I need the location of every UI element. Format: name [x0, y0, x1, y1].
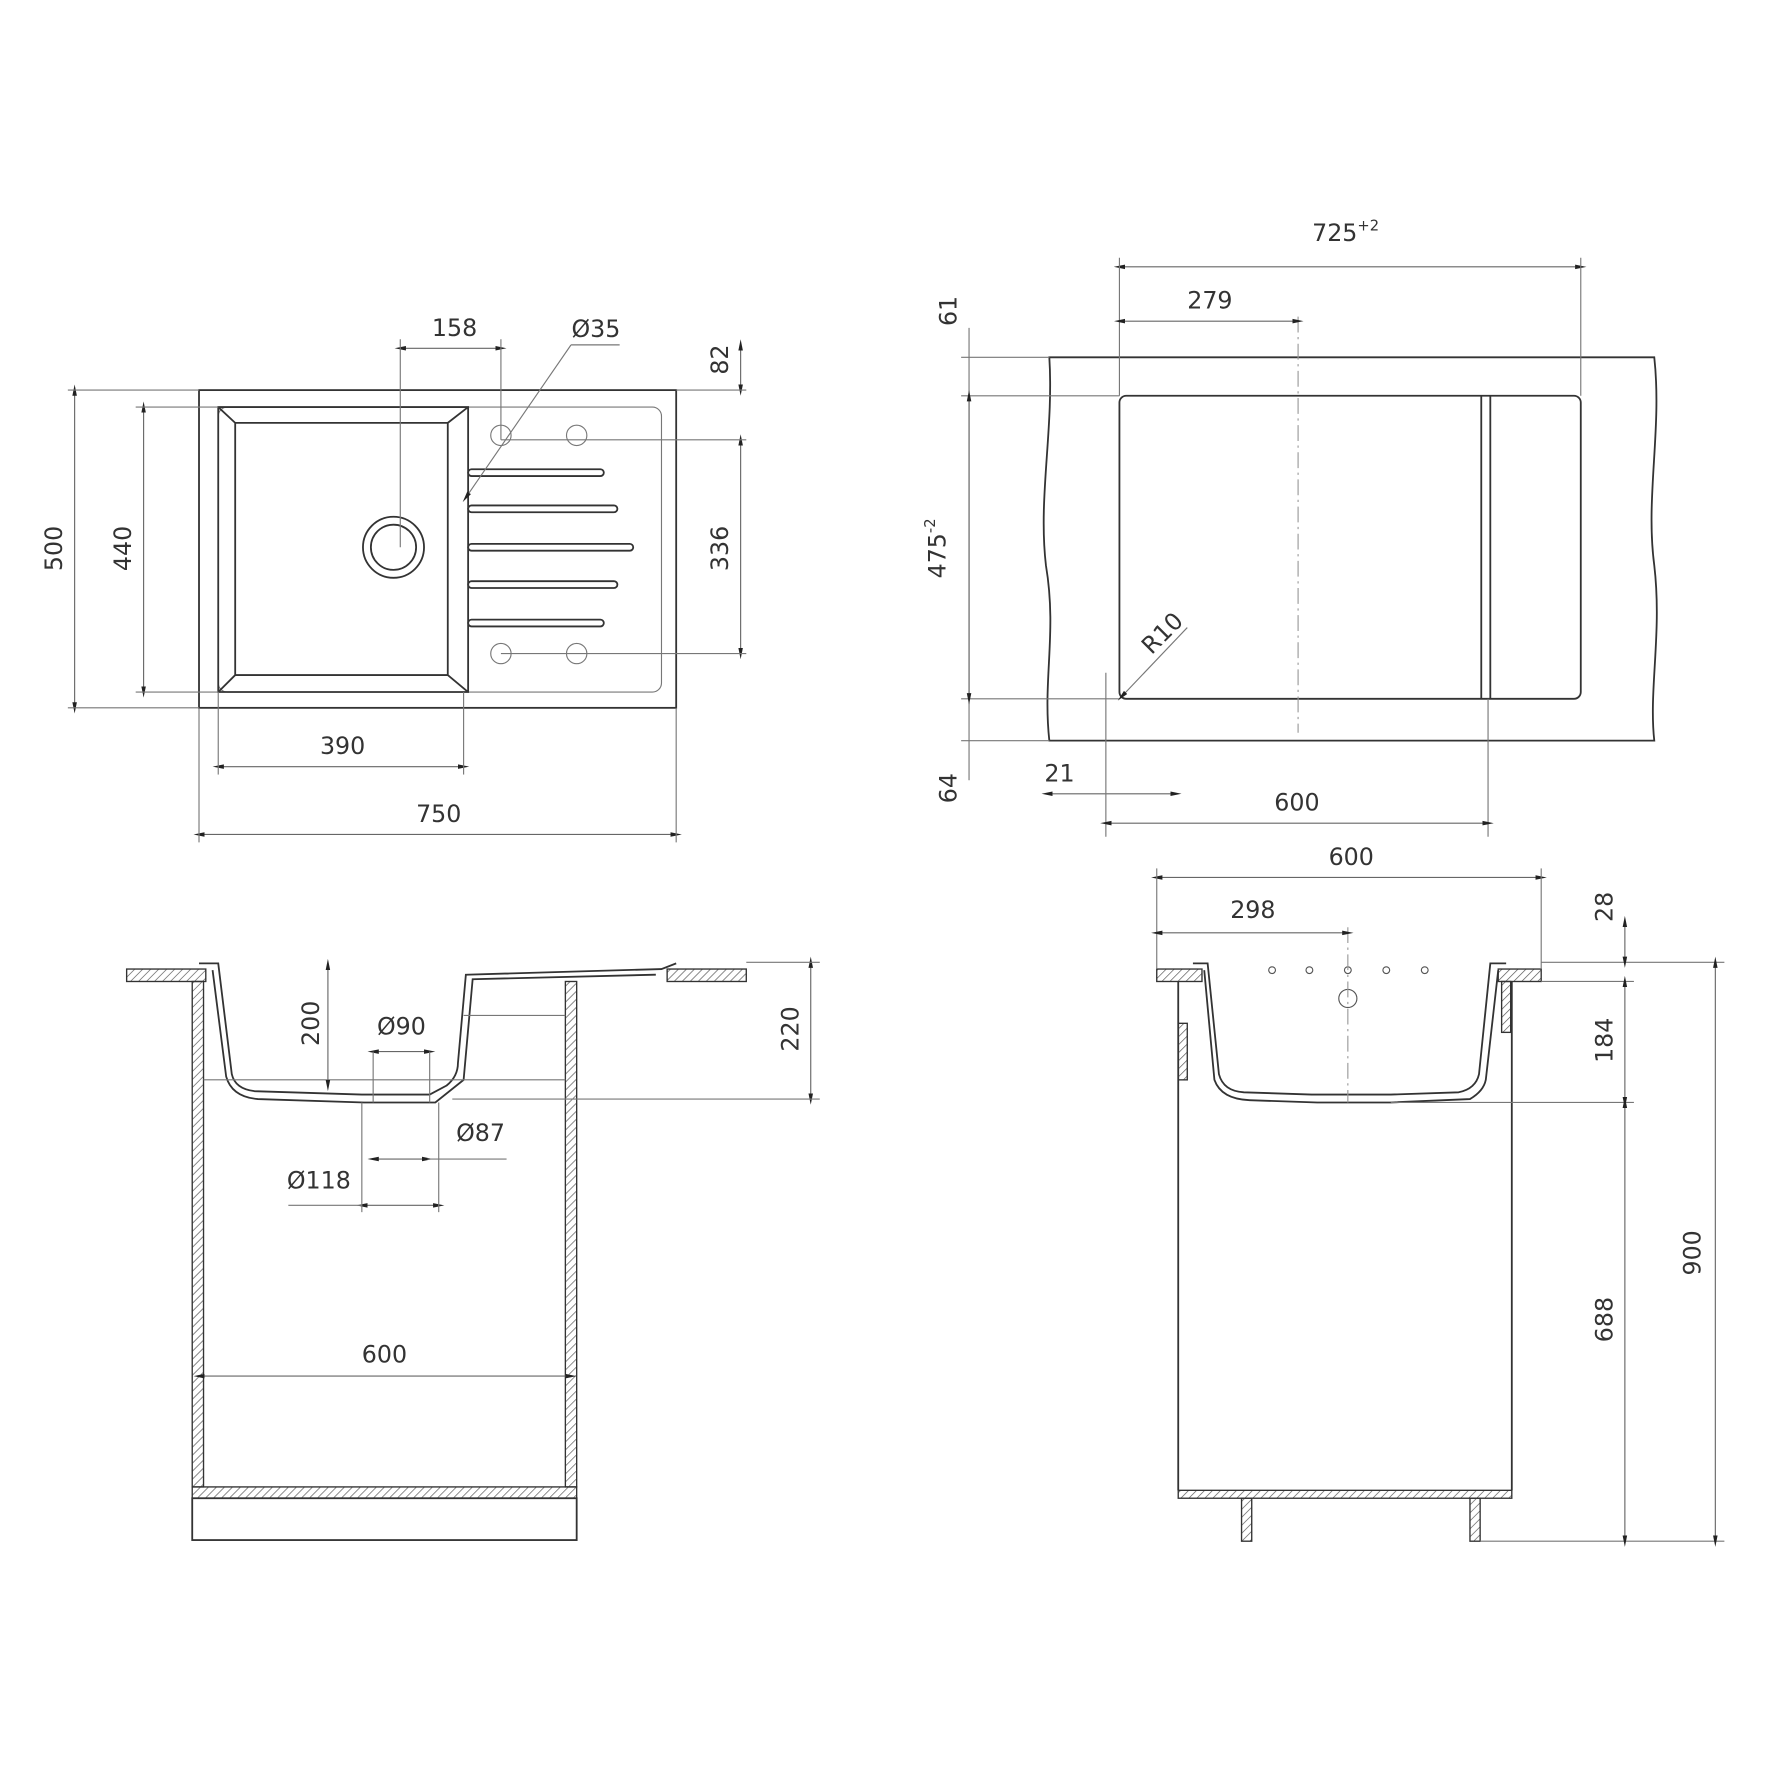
dim-440: 440 — [109, 526, 137, 571]
dim-600-cutout: 600 — [1274, 789, 1319, 817]
overflow-holes — [1268, 966, 1429, 1009]
plan-view: 500 440 336 82 158 Ø35 390 750 — [40, 314, 747, 843]
dim-hole-dia: Ø35 — [571, 315, 620, 343]
dim-184: 184 — [1590, 1018, 1618, 1063]
radius-r10: R10 — [1136, 607, 1189, 660]
dim-336: 336 — [706, 526, 734, 571]
dim-298: 298 — [1230, 896, 1275, 924]
drainboard-ribs — [467, 468, 635, 628]
dim-64: 64 — [935, 773, 963, 803]
dim-21: 21 — [1044, 759, 1074, 787]
plinth — [191, 1497, 578, 1541]
side-section: 600 298 28 184 688 900 — [1151, 843, 1725, 1547]
dim-500: 500 — [40, 526, 68, 571]
sink-profile — [199, 962, 677, 1104]
leg — [1240, 1497, 1253, 1542]
dim-725: 725+2 — [1312, 218, 1379, 247]
dim-dia-90: Ø90 — [377, 1013, 426, 1041]
drain — [362, 515, 425, 579]
bowl — [217, 406, 470, 693]
dim-82: 82 — [706, 344, 734, 374]
cutout — [1118, 394, 1582, 700]
dim-390: 390 — [320, 732, 365, 760]
dim-200: 200 — [297, 1001, 325, 1046]
dim-28: 28 — [1590, 892, 1618, 922]
dim-475: 475-2 — [922, 518, 951, 578]
front-section: 200 220 Ø90 Ø87 Ø118 600 — [125, 956, 820, 1541]
dim-dia-87: Ø87 — [456, 1119, 505, 1147]
cutout-view: 725+2 279 61 475-2 64 21 600 R10 — [922, 218, 1658, 837]
countertop — [1042, 356, 1658, 742]
dim-158: 158 — [432, 314, 477, 342]
dim-688: 688 — [1590, 1297, 1618, 1342]
dim-900: 900 — [1679, 1230, 1707, 1275]
sink-rim — [217, 406, 663, 693]
dim-279: 279 — [1187, 287, 1232, 315]
dim-dia-118: Ø118 — [287, 1166, 351, 1194]
dim-61: 61 — [935, 296, 963, 326]
dim-600-cabinet: 600 — [362, 1341, 407, 1369]
leg — [1469, 1497, 1481, 1542]
sink-outline — [198, 389, 678, 709]
dim-220: 220 — [776, 1006, 804, 1051]
sink-profile-side — [1192, 962, 1507, 1104]
drain-inner — [369, 523, 418, 571]
dim-600-side: 600 — [1329, 843, 1374, 871]
dim-750: 750 — [416, 800, 461, 828]
